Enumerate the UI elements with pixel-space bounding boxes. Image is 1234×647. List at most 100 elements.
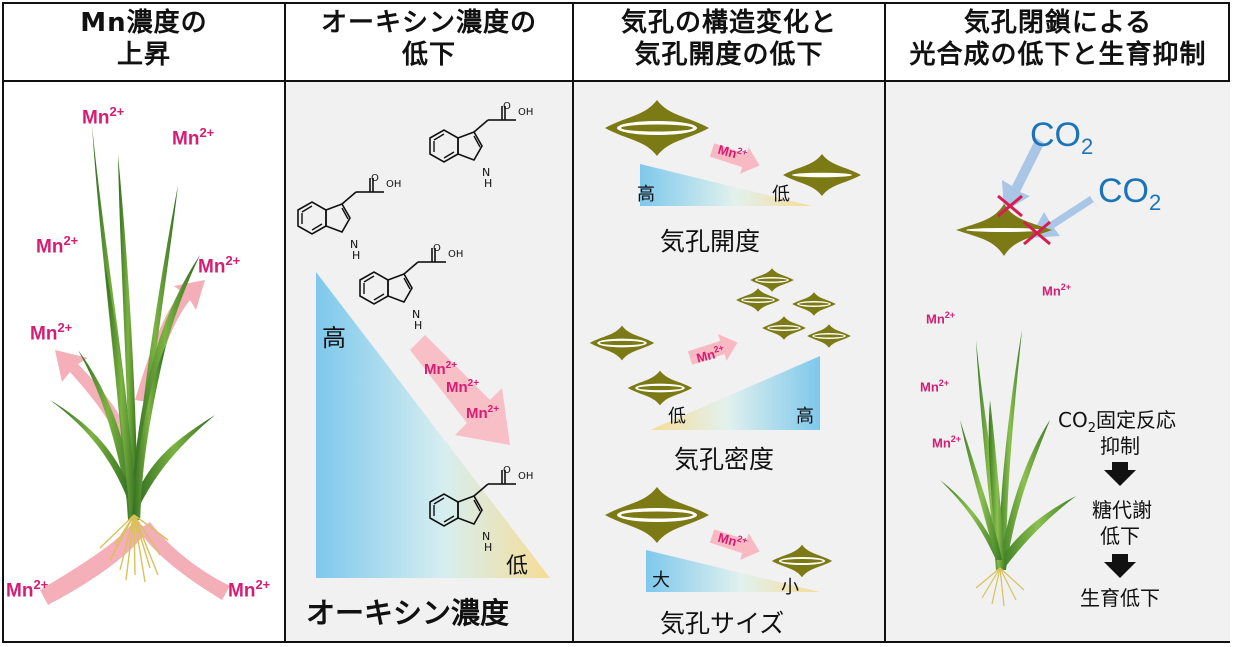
mn-ion-label: Mn2+ (36, 233, 78, 258)
auxin-gradient-triangle (316, 272, 550, 578)
mn-ion-label: Mn2+ (926, 310, 955, 326)
oxygen-label: O (371, 173, 379, 184)
oxygen-label: O (503, 465, 511, 476)
ion-charge: 2+ (944, 310, 956, 320)
small-rice-roots (975, 567, 1025, 607)
rice-roots (99, 514, 169, 583)
flow-sub2: 2 (1087, 421, 1096, 436)
hydroxyl-label: OH (518, 107, 534, 118)
mn-ion-label: Mn2+ (30, 320, 72, 345)
ion-base: Mn (6, 580, 34, 602)
ion-charge: 2+ (445, 360, 458, 371)
hydrogen-label: H (484, 177, 493, 190)
down-arrow (1104, 462, 1136, 486)
mn-ion-label: Mn2+ (198, 253, 240, 278)
header-line: Mn濃度の (80, 8, 208, 38)
header-line: 光合成の低下と生育抑制 (909, 40, 1207, 70)
down-arrow (1104, 554, 1136, 578)
co2-label: CO2 (1098, 172, 1161, 216)
density-low-label: 低 (668, 406, 686, 427)
nitrogen-label: N (412, 308, 421, 321)
mn-ion-label: Mn2+ (932, 434, 961, 450)
ion-charge: 2+ (225, 253, 241, 268)
oxygen-label: O (503, 101, 511, 112)
size-small-label: 小 (781, 577, 799, 598)
ion-base: Mn (932, 435, 951, 451)
header-auxin-decrease: オーキシン濃度の 低下 (286, 0, 572, 78)
ion-charge: 2+ (950, 434, 962, 444)
ion-charge: 2+ (109, 104, 125, 119)
ion-charge: 2+ (63, 233, 79, 248)
header-stomata-change: 気孔の構造変化と 気孔開度の低下 (574, 0, 884, 78)
ion-charge: 2+ (467, 378, 480, 389)
rice-leaves (50, 125, 215, 520)
co2-sub: 2 (1081, 133, 1094, 159)
ion-base: Mn (82, 107, 110, 129)
co2-base: CO (1098, 172, 1149, 210)
column-divider-1 (284, 2, 286, 643)
density-gradient (650, 356, 820, 430)
header-line: オーキシン濃度の (320, 8, 537, 38)
panel4-background (886, 82, 1230, 641)
aperture-caption: 気孔開度 (660, 227, 761, 256)
hydrogen-label: H (414, 319, 423, 332)
oxygen-label: O (433, 243, 441, 254)
mn-ion-label: Mn2+ (172, 125, 214, 150)
co2-arrow (1002, 138, 1052, 212)
hydroxyl-label: OH (518, 471, 534, 482)
co2-base: CO (1030, 116, 1081, 154)
flow-co: CO (1058, 408, 1088, 432)
ion-base: Mn (920, 379, 939, 395)
ion-base: Mn (446, 379, 468, 396)
mn-ion-label: Mn2+ (424, 360, 457, 378)
mn-arrow (410, 335, 510, 445)
hydrogen-label: H (352, 249, 361, 262)
ion-base: Mn (466, 405, 488, 422)
column-divider-2 (572, 2, 574, 643)
aperture-high-label: 高 (637, 184, 655, 205)
header-line: 気孔の構造変化と (620, 8, 837, 38)
auxin-high-label: 高 (322, 324, 346, 352)
decrease-label: 低下 (1100, 524, 1140, 548)
size-caption: 気孔サイズ (660, 609, 785, 638)
block-cross (997, 194, 1051, 246)
aperture-gradient (640, 164, 812, 206)
ion-base: Mn (228, 580, 256, 602)
header-line: 気孔閉鎖による (963, 8, 1153, 38)
ion-charge: 2+ (33, 577, 49, 592)
ion-base: Mn (926, 311, 945, 327)
header-mn-increase: Mn濃度の 上昇 (4, 0, 284, 78)
mn-ion-label: Mn2+ (6, 577, 48, 602)
aperture-low-label: 低 (772, 184, 790, 205)
header-line: 上昇 (116, 40, 171, 70)
ion-base: Mn (172, 128, 200, 150)
growth-decrease-label: 生育低下 (1080, 586, 1160, 610)
header-divider (2, 80, 1230, 82)
ion-charge: 2+ (487, 404, 500, 415)
header-line: 気孔開度の低下 (634, 40, 824, 70)
size-big-label: 大 (652, 570, 670, 591)
nitrogen-label: N (482, 530, 491, 543)
inhibition-label: 抑制 (1100, 434, 1140, 458)
ion-charge: 2+ (57, 320, 73, 335)
size-gradient (646, 550, 820, 592)
ion-base: Mn (30, 323, 58, 345)
ion-charge: 2+ (199, 125, 215, 140)
co2-label: CO2 (1030, 116, 1093, 160)
density-caption: 気孔密度 (674, 445, 775, 474)
density-high-label: 高 (796, 406, 814, 427)
co2-arrow (1030, 196, 1100, 238)
hydroxyl-label: OH (386, 179, 402, 190)
hydrogen-label: H (484, 541, 493, 554)
co2-fixation-label: CO2固定反応 (1058, 404, 1176, 436)
ion-base: Mn (36, 236, 64, 258)
mn-ion-label: Mn2+ (82, 104, 124, 129)
ion-base: Mn (198, 256, 226, 278)
header-photosynthesis: 気孔閉鎖による 光合成の低下と生育抑制 (886, 0, 1230, 78)
co2-sub: 2 (1149, 189, 1162, 215)
nitrogen-label: N (350, 238, 359, 251)
mn-ion-label: Mn2+ (446, 378, 479, 396)
